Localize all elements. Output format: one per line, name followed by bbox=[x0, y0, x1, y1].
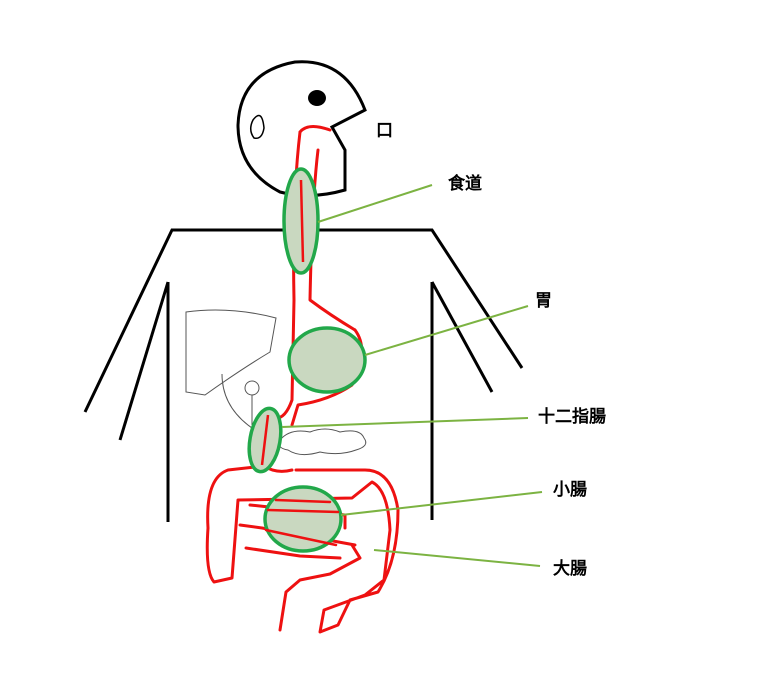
esophagus-tract-right bbox=[308, 148, 357, 332]
small-intestine-overlay-3 bbox=[274, 498, 332, 504]
mouth-to-esophagus bbox=[298, 125, 332, 134]
large-intestine-leader bbox=[373, 549, 541, 567]
gallbladder bbox=[244, 380, 260, 396]
small-intestine-overlay-2 bbox=[264, 528, 338, 547]
label-small-intestine: 小腸 bbox=[553, 480, 587, 500]
small-intestine-coil-3 bbox=[244, 546, 342, 560]
pancreas bbox=[278, 428, 367, 456]
stomach-leader bbox=[364, 305, 529, 356]
eye bbox=[308, 90, 326, 106]
small-intestine-overlay-1 bbox=[266, 508, 340, 514]
esophagus-leader bbox=[317, 184, 433, 223]
duodenum-inner-line bbox=[260, 414, 270, 466]
left-arm-inner bbox=[118, 281, 170, 441]
ear bbox=[250, 114, 265, 140]
label-stomach: 胃 bbox=[535, 291, 552, 311]
label-large-intestine: 大腸 bbox=[553, 559, 587, 579]
label-mouth: 口 bbox=[376, 121, 393, 141]
label-esophagus: 食道 bbox=[448, 174, 482, 194]
right-arm-inner bbox=[430, 281, 494, 393]
small-intestine-highlight bbox=[263, 485, 343, 553]
esophagus-inner-line bbox=[299, 179, 305, 263]
label-duodenum: 十二指腸 bbox=[538, 407, 606, 427]
small-intestine-leader bbox=[340, 491, 543, 516]
large-intestine-tract bbox=[205, 464, 400, 634]
duodenum-leader bbox=[281, 417, 529, 428]
stomach-highlight bbox=[287, 326, 367, 394]
rectum-tract bbox=[278, 543, 362, 632]
liver bbox=[185, 309, 277, 396]
